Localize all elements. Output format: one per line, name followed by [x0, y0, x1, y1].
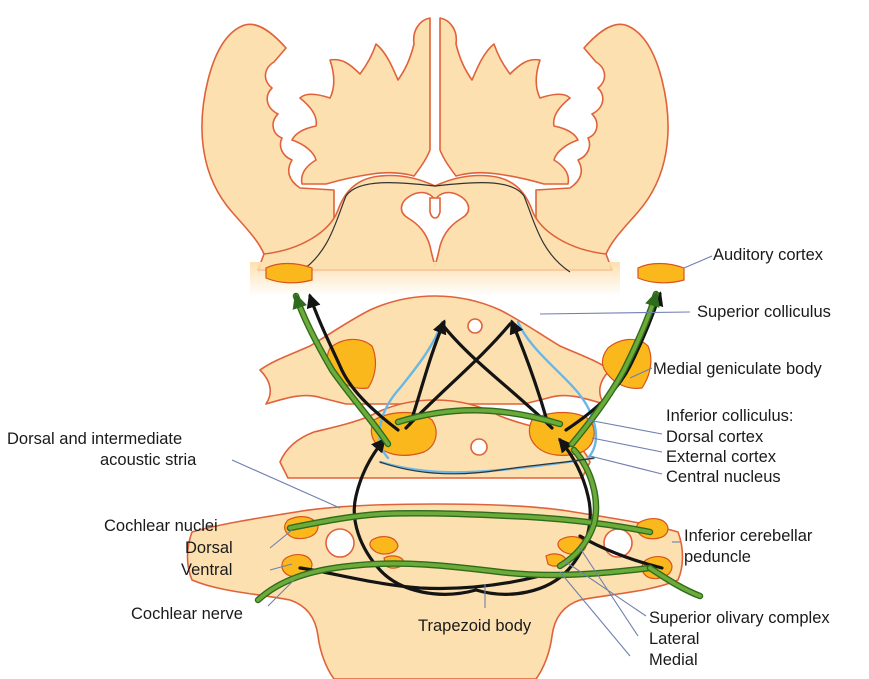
label-medial-geniculate-body: Medial geniculate body: [653, 360, 823, 378]
label-lateral: Lateral: [649, 630, 699, 648]
label-cochlear-nuclei: Cochlear nuclei: [104, 517, 218, 535]
label-dorsal-cortex: Dorsal cortex: [666, 428, 764, 446]
left-auditory-cortex-nucleus: [266, 264, 312, 283]
left-superior-olive-lateral: [370, 537, 398, 554]
label-superior-olivary-complex: Superior olivary complex: [649, 609, 830, 627]
label-central-nucleus: Central nucleus: [666, 468, 781, 486]
left-cerebellar-peduncle-hole: [326, 529, 354, 557]
label-medial: Medial: [649, 651, 698, 669]
label-auditory-cortex: Auditory cortex: [713, 246, 824, 264]
label-stria-line2: acoustic stria: [100, 451, 197, 469]
label-external-cortex: External cortex: [666, 448, 777, 466]
label-dorsal: Dorsal: [185, 539, 233, 557]
label-inferior-cerebellar-line1: Inferior cerebellar: [684, 527, 813, 545]
midline-cleft: [430, 198, 440, 218]
right-auditory-cortex-nucleus: [638, 264, 684, 283]
cerebral-aqueduct: [468, 319, 482, 333]
label-inferior-colliculus: Inferior colliculus:: [666, 407, 793, 425]
label-cochlear-nerve: Cochlear nerve: [131, 605, 243, 623]
label-ventral: Ventral: [181, 561, 232, 579]
label-superior-colliculus: Superior colliculus: [697, 303, 831, 321]
label-inferior-cerebellar-line2: peduncle: [684, 548, 751, 566]
cerebrum-section: [202, 18, 668, 296]
label-trapezoid-body: Trapezoid body: [418, 617, 532, 635]
fourth-ventricle-upper: [471, 439, 487, 455]
label-stria-line1: Dorsal and intermediate: [7, 430, 182, 448]
